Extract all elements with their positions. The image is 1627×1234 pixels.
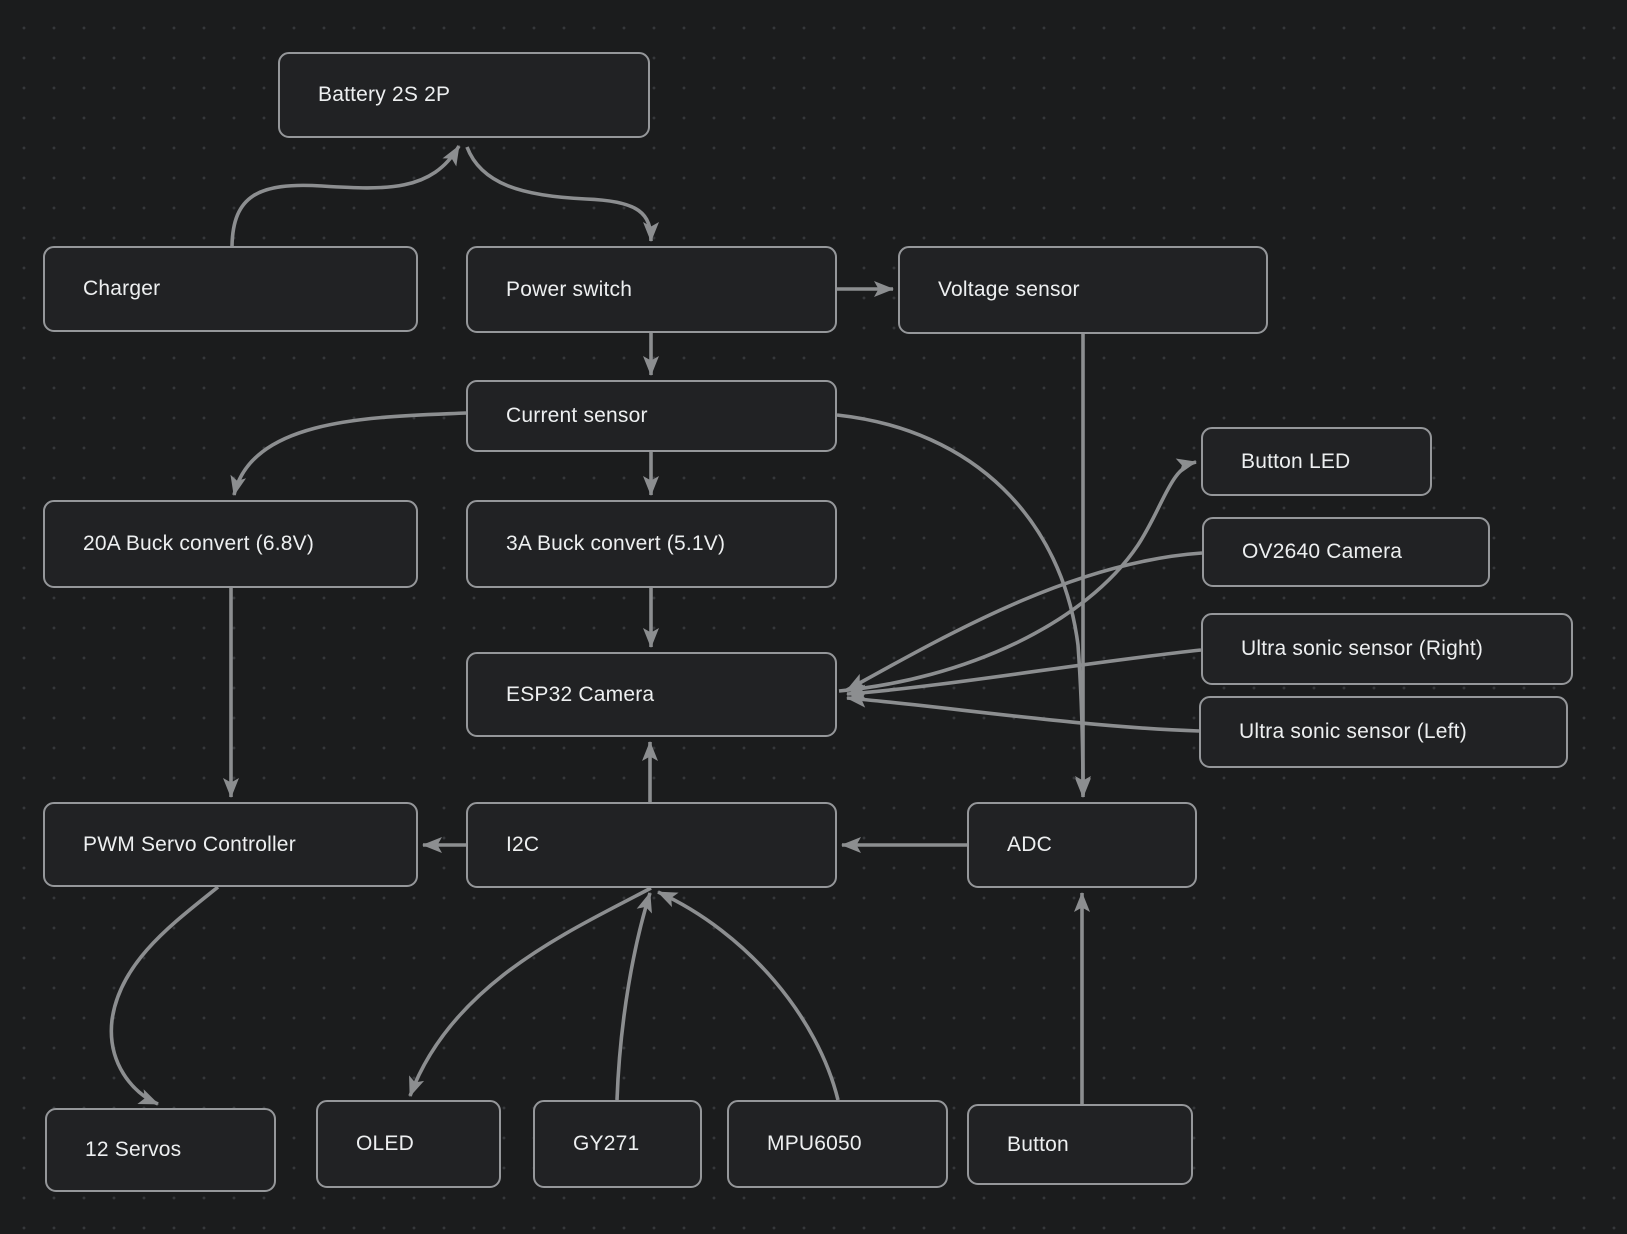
edge-mpu6050-to-i2c[interactable] <box>657 890 840 1101</box>
edge-ultrasonic-right-to-esp32[interactable] <box>846 648 1202 701</box>
node-ultrasonic-left[interactable]: Ultra sonic sensor (Left) <box>1199 696 1568 768</box>
node-ultrasonic-right[interactable]: Ultra sonic sensor (Right) <box>1201 613 1573 685</box>
edges-group <box>109 145 1203 1106</box>
node-label-adc: ADC <box>1007 833 1052 856</box>
node-i2c[interactable]: I2C <box>466 802 837 888</box>
node-label-ultrasonic-right: Ultra sonic sensor (Right) <box>1241 637 1484 660</box>
node-servos-12[interactable]: 12 Servos <box>45 1108 276 1192</box>
node-label-ultrasonic-left: Ultra sonic sensor (Left) <box>1239 720 1467 743</box>
node-label-pwm-servo-controller: PWM Servo Controller <box>83 832 296 856</box>
node-label-mpu6050: MPU6050 <box>767 1132 862 1155</box>
edge-esp32-to-button-led[interactable] <box>838 458 1197 693</box>
node-battery-2s-2p[interactable]: Battery 2S 2P <box>278 52 650 138</box>
node-esp32-camera[interactable]: ESP32 Camera <box>466 652 837 737</box>
edge-i2c-to-oled[interactable] <box>408 886 652 1097</box>
node-oled[interactable]: OLED <box>316 1100 501 1188</box>
node-label-ov2640-camera: OV2640 Camera <box>1242 540 1403 563</box>
node-label-gy271: GY271 <box>573 1132 640 1155</box>
node-button[interactable]: Button <box>967 1104 1193 1185</box>
edge-current-sensor-to-adc[interactable] <box>836 413 1091 796</box>
node-power-switch[interactable]: Power switch <box>466 246 837 333</box>
node-label-esp32-camera: ESP32 Camera <box>506 682 655 706</box>
node-label-power-switch: Power switch <box>506 277 633 301</box>
node-button-led[interactable]: Button LED <box>1201 427 1432 496</box>
edge-ov2640-to-esp32[interactable] <box>846 551 1203 692</box>
node-pwm-servo-controller[interactable]: PWM Servo Controller <box>43 802 418 887</box>
node-adc[interactable]: ADC <box>967 802 1197 888</box>
edge-gy271-to-i2c[interactable] <box>615 892 652 1101</box>
node-label-buck-20a: 20A Buck convert (6.8V) <box>83 532 315 555</box>
node-voltage-sensor[interactable]: Voltage sensor <box>898 246 1268 334</box>
edge-charger-to-battery[interactable] <box>230 145 461 247</box>
edge-current-sensor-to-buck-20a[interactable] <box>230 411 467 496</box>
node-label-servos-12: 12 Servos <box>85 1138 182 1161</box>
node-mpu6050[interactable]: MPU6050 <box>727 1100 948 1188</box>
node-label-charger: Charger <box>83 277 161 300</box>
node-label-battery-2s-2p: Battery 2S 2P <box>318 83 451 106</box>
node-label-button-led: Button LED <box>1241 449 1351 473</box>
edge-battery-to-power-switch[interactable] <box>465 146 659 242</box>
edge-ultrasonic-left-to-esp32[interactable] <box>846 691 1200 733</box>
edge-pwm-to-12-servos[interactable] <box>109 885 220 1106</box>
node-label-oled: OLED <box>356 1132 414 1155</box>
node-charger[interactable]: Charger <box>43 246 418 332</box>
node-label-buck-3a: 3A Buck convert (5.1V) <box>506 532 726 555</box>
node-buck-3a[interactable]: 3A Buck convert (5.1V) <box>466 500 837 588</box>
node-label-button: Button <box>1007 1132 1069 1156</box>
node-gy271[interactable]: GY271 <box>533 1100 702 1188</box>
node-label-voltage-sensor: Voltage sensor <box>938 278 1080 301</box>
node-ov2640-camera[interactable]: OV2640 Camera <box>1202 517 1490 587</box>
node-label-current-sensor: Current sensor <box>506 404 648 427</box>
node-buck-20a[interactable]: 20A Buck convert (6.8V) <box>43 500 418 588</box>
node-current-sensor[interactable]: Current sensor <box>466 380 837 452</box>
node-label-i2c: I2C <box>506 833 540 856</box>
